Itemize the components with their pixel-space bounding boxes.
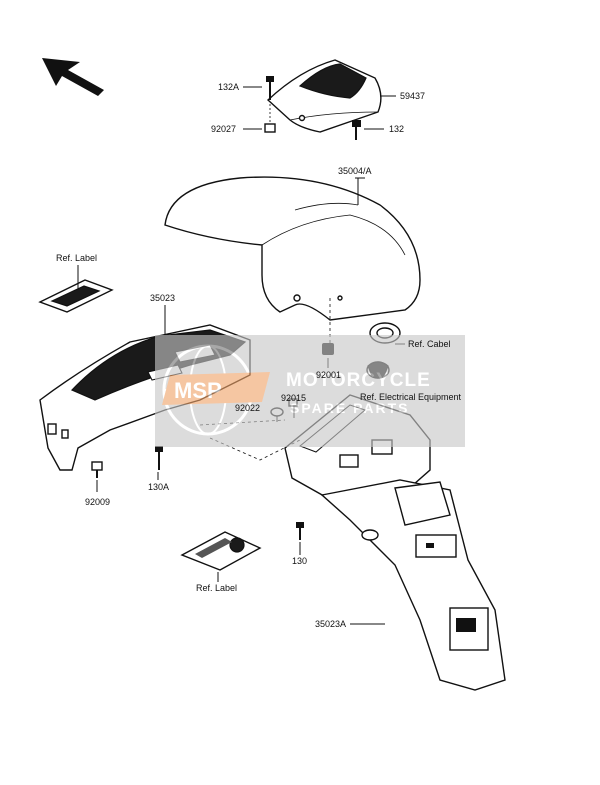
- watermark: MSP MOTORCYCLE SPARE PARTS: [155, 335, 465, 447]
- watermark-logo-badge: [162, 372, 270, 405]
- collar-92009-part: [91, 461, 103, 478]
- bolt-132a-part: [266, 76, 274, 100]
- label-ref-label-bottom: Ref. Label: [196, 583, 237, 593]
- label-92001: 92001: [316, 370, 341, 380]
- watermark-logo: MSP: [174, 378, 222, 403]
- tail-cover-part: [266, 59, 382, 133]
- label-ref-cabel: Ref. Cabel: [408, 339, 451, 349]
- label-35023: 35023: [150, 293, 175, 303]
- bolt-132-part: [352, 120, 361, 140]
- label-132a: 132A: [218, 82, 239, 92]
- label-ref-electrical: Ref. Electrical Equipment: [360, 392, 462, 402]
- label-35023a: 35023A: [315, 619, 346, 629]
- ref-label-bottom-sticker: [180, 531, 262, 571]
- bolt-130-part: [296, 522, 304, 540]
- label-92015: 92015: [281, 393, 306, 403]
- direction-arrow-icon: [42, 58, 104, 96]
- label-92027: 92027: [211, 124, 236, 134]
- label-92009: 92009: [85, 497, 110, 507]
- ref-label-top-sticker: [38, 279, 114, 313]
- watermark-line1: MOTORCYCLE: [286, 370, 431, 391]
- label-59437: 59437: [400, 91, 425, 101]
- label-35004a: 35004/A: [338, 166, 372, 176]
- front-fender-part: [164, 176, 421, 321]
- label-132: 132: [389, 124, 404, 134]
- label-92022: 92022: [235, 403, 260, 413]
- bolt-130a-part: [155, 446, 163, 470]
- part-labels: 132A 59437 92027 132 35004/A Ref. Label …: [56, 82, 462, 629]
- label-130a: 130A: [148, 482, 169, 492]
- label-ref-label-top: Ref. Label: [56, 253, 97, 263]
- watermark-line2: SPARE PARTS: [290, 400, 410, 416]
- label-130: 130: [292, 556, 307, 566]
- nut-92027-part: [264, 104, 276, 133]
